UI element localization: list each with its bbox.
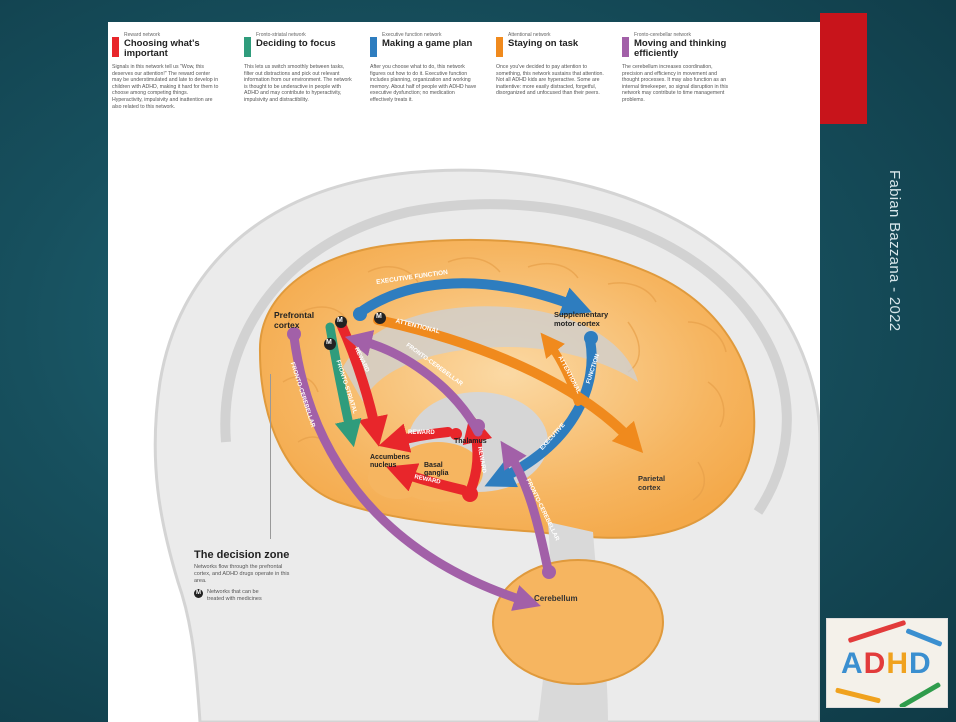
label-function-right: FUNCTION	[586, 353, 601, 384]
medicine-marker-label: M	[337, 317, 343, 324]
region-cerebellum: Cerebellum	[534, 594, 578, 603]
region-thalamus: Thalamus	[454, 438, 487, 445]
decision-zone-text: Networks flow through the prefrontal cor…	[194, 564, 294, 585]
adhd-text: ADHD	[841, 647, 932, 681]
decision-zone-legend: M Networks that can be treated with medi…	[194, 589, 304, 607]
label-fronto-cerebellar-mid: FRONTO-CEREBELLAR	[405, 343, 464, 388]
crayon-icon	[905, 628, 942, 647]
adhd-letter: D	[864, 647, 887, 681]
decision-zone-title: The decision zone	[194, 549, 304, 561]
author-vertical-text: Fabian Bazzana - 2022	[885, 170, 905, 370]
region-basal: Basal ganglia	[424, 462, 458, 478]
decision-zone: The decision zone Networks flow through …	[194, 549, 304, 607]
crayon-icon	[835, 688, 881, 704]
adhd-letter: D	[909, 647, 932, 681]
label-reward-vertical: REWARD	[353, 347, 370, 374]
crayon-icon	[848, 620, 907, 643]
author-label: Fabian Bazzana - 2022	[886, 170, 903, 331]
region-accumbens: Accumbens nucleus	[370, 454, 414, 470]
label-fronto-cerebellar-left: FRONTO-CEREBELLAR	[289, 362, 316, 429]
label-fronto-striatal: FRONTO-STRIATAL	[334, 359, 357, 414]
infographic-panel: Reward network Choosing what's important…	[108, 22, 820, 722]
adhd-thumbnail: ADHD	[826, 618, 948, 708]
label-fronto-cerebellar-right: FRONTO-CEREBELLAR	[524, 478, 559, 542]
crayon-icon	[899, 682, 941, 708]
region-supplementary: Supplementary motor cortex	[554, 310, 626, 328]
region-prefrontal: Prefrontal cortex	[274, 310, 326, 330]
adhd-letter: H	[886, 647, 909, 681]
label-reward-mid: REWARD	[408, 430, 435, 436]
label-executive-lower: EXECUTIVE	[539, 422, 566, 451]
diagram-labels: M M M EXECUTIVE FUNCTION ATTENTIONAL ATT…	[108, 22, 820, 722]
legend-text: Networks that can be treated with medici…	[207, 589, 267, 602]
decision-zone-leader-line	[270, 374, 271, 539]
region-parietal: Parietal cortex	[638, 474, 678, 492]
adhd-letter: A	[841, 647, 864, 681]
medicine-marker-label: M	[326, 339, 332, 346]
label-reward-vertical-right: REWARD	[476, 446, 487, 473]
legend-medicine-icon: M	[194, 589, 203, 598]
accent-bar	[820, 13, 867, 124]
label-attentional-right: ATTENTIONAL	[556, 355, 581, 395]
label-attentional: ATTENTIONAL	[395, 318, 441, 336]
medicine-marker-label: M	[376, 313, 382, 320]
label-executive-function: EXECUTIVE FUNCTION	[376, 269, 449, 286]
